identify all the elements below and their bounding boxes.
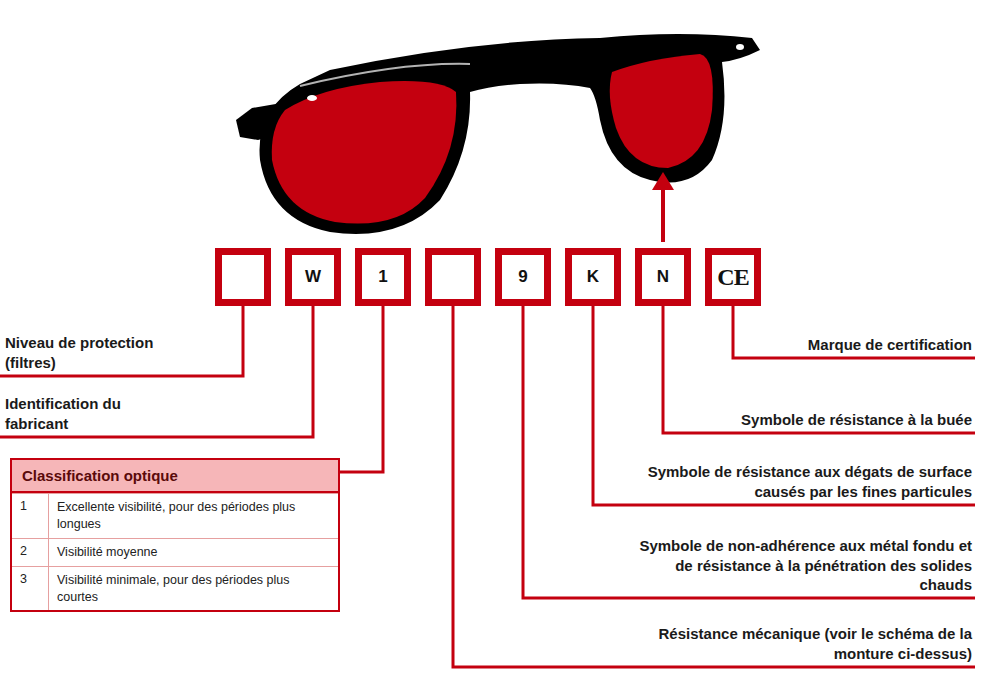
code-box: CE	[705, 248, 761, 306]
callout-label: Identification du fabricant	[5, 394, 155, 433]
callout-label: Symbole de résistance aux dégats de surf…	[600, 462, 972, 501]
table-cell: 1	[12, 494, 49, 538]
code-box: K	[565, 248, 621, 306]
table-cell: 2	[12, 539, 49, 566]
leader-line	[663, 306, 975, 433]
leader-line	[523, 306, 975, 598]
empty-box	[429, 252, 478, 303]
code-letter: 1	[378, 267, 387, 287]
sunglasses	[236, 34, 760, 234]
hinge-dot	[307, 95, 317, 101]
callout-label: Résistance mécanique (voir le schéma de …	[642, 624, 972, 663]
table-cell: 3	[12, 567, 49, 611]
table-row: 3Visibilité minimale, pour des périodes …	[12, 566, 338, 611]
code-letter: N	[657, 267, 669, 287]
table-cell: Visibilité moyenne	[49, 539, 338, 566]
code-letter: W	[305, 267, 321, 287]
table-cell: Visibilité minimale, pour des périodes p…	[49, 567, 338, 611]
classification-table: Classification optique1Excellente visibi…	[10, 458, 340, 612]
right-lens	[610, 54, 713, 168]
table-cell: Excellente visibilité, pour des périodes…	[49, 494, 338, 538]
empty-box	[219, 252, 268, 303]
connector	[340, 306, 383, 472]
code-box: 1	[355, 248, 411, 306]
left-lens	[272, 81, 457, 223]
leader-lines	[0, 306, 975, 667]
certification-mark: CE	[717, 264, 748, 291]
code-box: N	[635, 248, 691, 306]
table-row: 1Excellente visibilité, pour des période…	[12, 493, 338, 538]
callout-label: Symbole de résistance à la buée	[672, 410, 972, 430]
callout-label: Symbole de non-adhérence aux métal fondu…	[620, 536, 972, 595]
code-letter: 9	[518, 267, 527, 287]
leader-line	[453, 306, 975, 667]
frame	[260, 34, 761, 234]
code-box: W	[285, 248, 341, 306]
table-heading: Classification optique	[12, 460, 338, 493]
callout-label: Marque de certification	[712, 335, 972, 355]
code-box: 9	[495, 248, 551, 306]
leader-line	[593, 306, 975, 505]
leader-line	[0, 306, 313, 437]
leader-line	[0, 306, 243, 376]
hinge-dot	[736, 44, 744, 50]
frame-highlight	[300, 64, 470, 86]
pointer-arrow	[661, 188, 665, 242]
table-row: 2Visibilité moyenne	[12, 538, 338, 566]
callout-label: Niveau de protection (filtres)	[5, 333, 180, 372]
code-letter: K	[587, 267, 599, 287]
arrowhead	[652, 172, 674, 190]
